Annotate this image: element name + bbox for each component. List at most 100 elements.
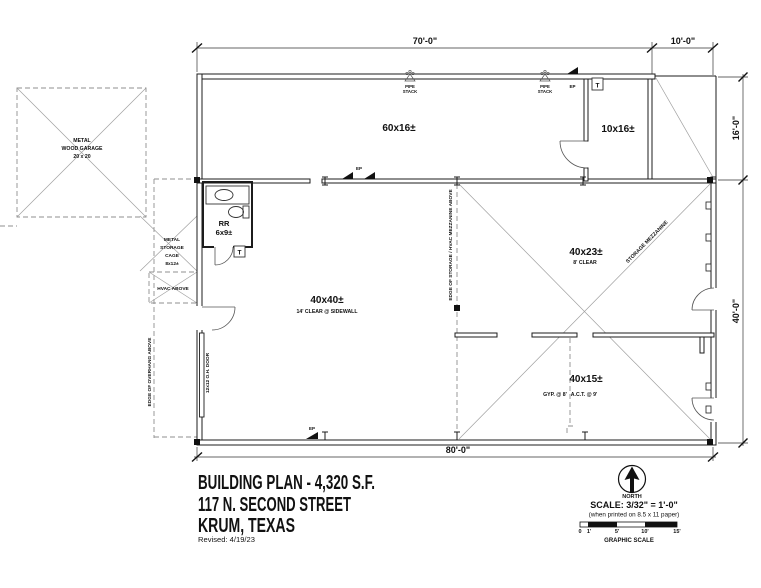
oh-door-label: 12x12 O.H. DOOR — [205, 352, 211, 393]
thermostat-box — [591, 77, 604, 91]
girt-mark — [705, 382, 712, 391]
girt-mark — [705, 233, 712, 242]
diagonal-lines — [16, 77, 715, 440]
title-line3: KRUM, TEXAS — [198, 515, 295, 537]
ibeam-icon — [322, 431, 328, 441]
dim-tick — [738, 438, 748, 448]
room-back-ceiling-left: GYP. @ 8' — [543, 392, 567, 398]
exterior-wall-right — [710, 176, 717, 446]
thermostats — [233, 77, 604, 258]
pipe-stack-icon — [408, 69, 412, 74]
rr-door-opening — [214, 244, 233, 250]
ep-triangle — [306, 432, 318, 439]
pipe-stack-icon — [411, 71, 415, 76]
north-scale-block: NORTH SCALE: 3/32" = 1'-0" (when printed… — [578, 464, 681, 544]
dim-tick — [707, 451, 719, 463]
column-square — [194, 439, 200, 445]
cage-label: METAL — [164, 237, 180, 243]
canopy-diagonal — [655, 77, 715, 180]
room-back-size: 40x15± — [569, 374, 603, 385]
pipe-stack-label: STACK — [538, 89, 553, 94]
dim-right-lower: 40'-0" — [731, 299, 741, 323]
partition-wall-seg — [454, 332, 498, 338]
exterior-wall-top — [196, 73, 656, 80]
room-rr-size: 6x9± — [216, 228, 233, 237]
sink-counter — [205, 185, 250, 205]
ep-triangle — [364, 172, 375, 179]
partition-wall-seg — [531, 332, 578, 338]
left-door-opening — [196, 306, 203, 330]
garage-label: WOOD GARAGE — [62, 146, 103, 152]
dim-tick — [646, 42, 658, 54]
partition-wall-seg — [592, 332, 715, 338]
title-line1: BUILDING PLAN - 4,320 S.F. — [198, 472, 375, 494]
dim-tick — [738, 72, 748, 82]
ibeam-icon — [322, 176, 328, 186]
ep-label: EP — [356, 166, 362, 171]
garage-outline — [16, 87, 147, 218]
graphic-scale-seg — [588, 522, 617, 527]
ibeam-icon — [582, 431, 588, 441]
right-door-opening-2 — [710, 398, 717, 422]
dim-top-width: 70'-0" — [413, 36, 437, 46]
thermostat-label: T — [596, 83, 600, 90]
dashed-lines — [0, 87, 573, 438]
right-door-opening — [710, 288, 717, 310]
pipe-stack-label: PIPE — [405, 84, 415, 89]
office-wall-left-stub — [583, 167, 589, 182]
ep-label: EP — [569, 84, 575, 89]
right-door-arc — [691, 287, 715, 311]
walls — [196, 73, 717, 446]
pipe-stack-label: STACK — [403, 89, 418, 94]
wall-girts — [705, 201, 712, 414]
scale-tick: 1' — [587, 529, 592, 535]
column-square — [194, 177, 200, 183]
cage-label: 8x12± — [165, 261, 179, 267]
pipe-stacks — [404, 69, 551, 82]
restroom-fixtures — [205, 185, 250, 219]
door-openings — [196, 244, 717, 422]
column-square — [707, 439, 713, 445]
office-wall-right — [647, 78, 653, 180]
ep-label: EP — [309, 426, 315, 431]
hvac-diagonal — [148, 271, 198, 304]
left-door-arc — [202, 306, 236, 331]
ceiling-break-foot — [566, 425, 573, 433]
garage-label: 20 x 20 — [73, 154, 90, 160]
girt-mark — [705, 201, 712, 210]
ibeam-icon — [580, 176, 586, 186]
toilet-icon — [228, 206, 244, 218]
title-line2: 117 N. SECOND STREET — [198, 494, 351, 516]
overhead-door-panel — [199, 332, 205, 418]
interior-wall-main — [321, 178, 717, 184]
title-revised: Revised: 4/19/23 — [198, 535, 255, 544]
pipe-stack-icon — [539, 73, 551, 82]
dim-top-right-width: 10'-0" — [671, 36, 695, 46]
cage-label: STORAGE — [160, 245, 184, 251]
dim-tick — [738, 175, 748, 185]
dimension-lines — [194, 42, 748, 461]
north-arrow-icon — [624, 466, 640, 492]
rr-door-arc — [214, 246, 234, 266]
dimension-ticks — [191, 42, 748, 463]
thermostat-label: T — [238, 250, 242, 257]
column-square — [707, 177, 713, 183]
scale-note: (when printed on 8.5 x 11 paper) — [589, 512, 680, 519]
office-door-arc — [559, 140, 588, 169]
dim-tick — [191, 42, 203, 54]
dim-bottom-width: 80'-0" — [446, 445, 470, 455]
partition-wall-stub — [699, 336, 705, 354]
cage-diagonal — [139, 215, 198, 272]
ibeam-icon — [454, 431, 460, 441]
dim-tick — [191, 451, 203, 463]
graphic-scale-label: GRAPHIC SCALE — [604, 538, 654, 544]
room-rr-name: RR — [219, 219, 230, 228]
ep-triangle — [342, 172, 353, 179]
office-wall-left — [583, 78, 589, 142]
title-block: BUILDING PLAN - 4,320 S.F. 117 N. SECOND… — [198, 472, 375, 544]
ep-triangle — [567, 67, 578, 74]
pipe-stack-icon — [546, 71, 550, 76]
scale-tick: 10' — [641, 529, 649, 535]
columns — [194, 177, 713, 445]
storage-mezzanine-label: STORAGE MEZZANINE — [625, 219, 670, 264]
